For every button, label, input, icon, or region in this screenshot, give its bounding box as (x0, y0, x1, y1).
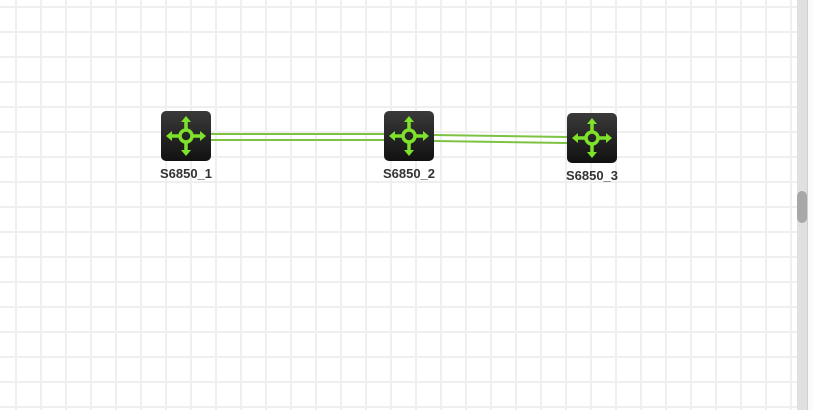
node-s6850-3[interactable] (567, 113, 617, 163)
window-edge (807, 0, 813, 410)
node-label: S6850_3 (565, 168, 619, 183)
switch-icon (570, 116, 614, 160)
node-label: S6850_1 (159, 166, 213, 181)
node-s6850-1[interactable] (161, 111, 211, 161)
link-s6850-1-s6850-2[interactable] (211, 133, 384, 141)
switch-icon (387, 114, 431, 158)
node-s6850-2[interactable] (384, 111, 434, 161)
node-label: S6850_2 (382, 166, 436, 181)
vertical-scrollbar-thumb[interactable] (797, 191, 807, 223)
link-s6850-2-s6850-3[interactable] (433, 134, 568, 144)
switch-icon (164, 114, 208, 158)
